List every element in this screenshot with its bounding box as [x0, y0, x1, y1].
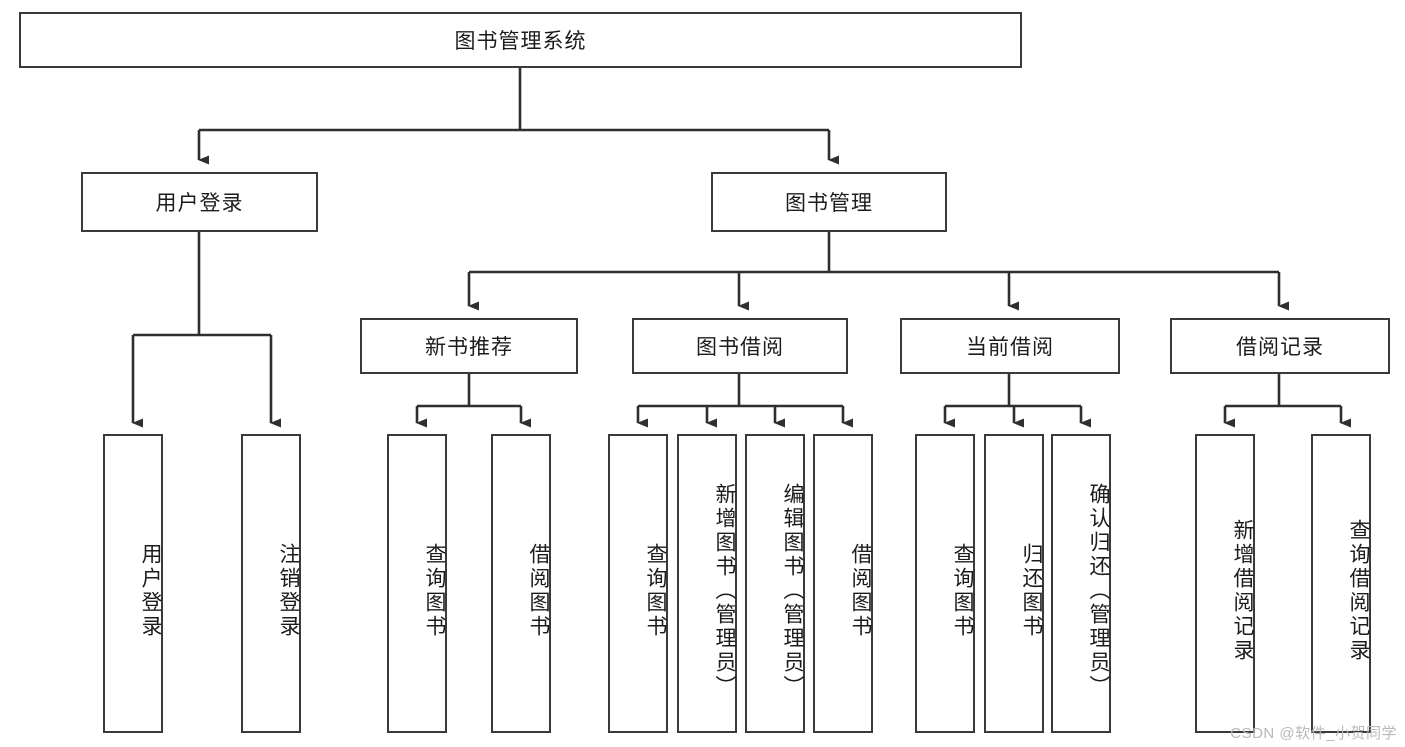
node-book-borrow[interactable]: 图书借阅 — [632, 318, 848, 374]
leaf-record-query-record[interactable]: 查询借阅记录 — [1311, 434, 1371, 733]
leaf-user-login-login[interactable]: 用户登录 — [103, 434, 163, 733]
leaf-user-login-logout[interactable]: 注销登录 — [241, 434, 301, 733]
leaf-current-confirm-return-admin[interactable]: 确认归还（管理员） — [1051, 434, 1111, 733]
leaf-borrow-borrow-book[interactable]: 借阅图书 — [813, 434, 873, 733]
node-user-login[interactable]: 用户登录 — [81, 172, 318, 232]
leaf-borrow-add-book-admin[interactable]: 新增图书（管理员） — [677, 434, 737, 733]
leaf-record-add-record[interactable]: 新增借阅记录 — [1195, 434, 1255, 733]
node-new-book-recommend[interactable]: 新书推荐 — [360, 318, 578, 374]
node-root-system[interactable]: 图书管理系统 — [19, 12, 1022, 68]
node-book-management[interactable]: 图书管理 — [711, 172, 947, 232]
node-borrow-record[interactable]: 借阅记录 — [1170, 318, 1390, 374]
leaf-current-return-book[interactable]: 归还图书 — [984, 434, 1044, 733]
leaf-recommend-borrow-book[interactable]: 借阅图书 — [491, 434, 551, 733]
leaf-borrow-edit-book-admin[interactable]: 编辑图书（管理员） — [745, 434, 805, 733]
csdn-watermark: CSDN @软件_小贺同学 — [1230, 725, 1397, 742]
leaf-recommend-query-book[interactable]: 查询图书 — [387, 434, 447, 733]
leaf-current-query-book[interactable]: 查询图书 — [915, 434, 975, 733]
node-current-borrow[interactable]: 当前借阅 — [900, 318, 1120, 374]
leaf-borrow-query-book[interactable]: 查询图书 — [608, 434, 668, 733]
